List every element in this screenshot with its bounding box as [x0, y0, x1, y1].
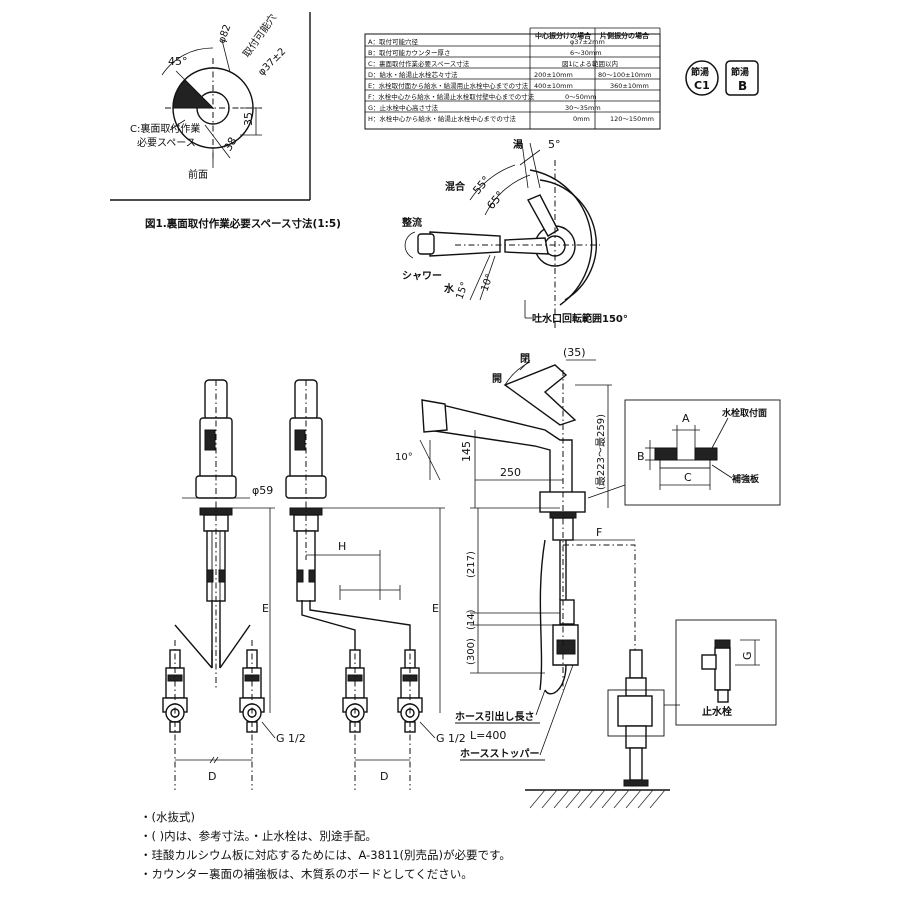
dim-300: (300) [466, 638, 477, 665]
dim-217: (217) [466, 551, 477, 578]
row-val-e-center: 400±10mm [534, 82, 573, 90]
col-header-side: 片側振分の場合 [600, 31, 650, 40]
dim-35-side: (35) [563, 346, 586, 359]
counter-C: C [684, 471, 692, 484]
row-label-d: D：給水・給湯止水栓芯々寸法 [368, 70, 458, 79]
row-val-f: 0～50mm [565, 93, 597, 101]
outer-dia-label: φ82 [216, 23, 233, 45]
angle-10-label: 10° [479, 273, 495, 293]
mounting-space-detail: 45° φ82 取付可能穴 φ37±2 35 38 C:裏面取付作業 必要スペー… [110, 11, 341, 230]
wall-stop-valve [617, 649, 653, 787]
side-view-faucet [421, 364, 586, 695]
mix-label: 混合 [445, 180, 466, 193]
front-view-offset [285, 379, 411, 650]
water-saving-badge-c1: 節湯 C1 [685, 60, 719, 96]
row-label-f: F：水栓中心から給水・給湯止水栓取付壁中心までの寸法 [368, 92, 535, 101]
hose-L-label: L=400 [470, 729, 506, 742]
dim-D-left: D [208, 770, 216, 783]
note-3: ・珪酸カルシウム板に対応するためには、A-3811(別売品)が必要です。 [140, 848, 511, 862]
row-val-e-side: 360±10mm [610, 82, 649, 90]
counter-A: A [682, 412, 690, 425]
row-val-g: 30～35mm [565, 104, 601, 112]
dim-35-label: 35 [242, 112, 255, 126]
dim-F: F [596, 526, 602, 539]
front-label: 前面 [188, 168, 208, 181]
counter-B: B [637, 450, 645, 463]
col-header-center: 中心振分けの場合 [535, 31, 592, 40]
spout-range-label: 吐水口回転範囲150° [532, 312, 628, 325]
badge-b-top: 節湯 [730, 66, 749, 78]
close-label: 閉 [520, 353, 530, 365]
front-view-center [195, 379, 237, 690]
spec-table: 中心振分けの場合 片側振分の場合 A：取付可能穴径 φ37±2mm B：取付可能… [364, 27, 661, 130]
note-4: ・カウンター裏面の補強板は、木質系のボードとしてください。 [140, 867, 473, 881]
row-val-h-center: 0mm [573, 115, 590, 123]
handle-operation-diagram: 湯 5° 混合 55° 65° 整流 シャワー 水 15° 10° 吐水口回転範… [401, 138, 628, 330]
angle-5-label: 5° [548, 138, 561, 151]
open-label: 開 [492, 373, 502, 385]
dim-38-label: 38 [221, 135, 239, 154]
angle-10-side: 10° [395, 452, 413, 463]
shower-label: シャワー [402, 270, 442, 282]
hose-stopper-label: ホースストッパー [460, 748, 540, 760]
g-thread-left: G 1/2 [276, 732, 306, 745]
row-label-c: C：裏面取付作業必要スペース寸法 [368, 59, 470, 68]
row-label-h: H：水栓中心から給水・給湯止水栓中心までの寸法 [368, 114, 516, 123]
row-val-b: 6～30mm [570, 49, 602, 57]
dim-E-left: E [262, 602, 269, 615]
dim-223-259: (最223～最259) [595, 414, 607, 490]
space-label-2: 必要スペース [137, 136, 196, 149]
straight-label: 整流 [401, 216, 422, 229]
dim-145: 145 [460, 441, 473, 462]
mount-surface-label: 水栓取付面 [722, 407, 767, 419]
dim-E-right: E [432, 602, 439, 615]
reinforce-label: 補強板 [731, 473, 760, 485]
row-val-h-side: 120～150mm [610, 115, 654, 123]
detail-G: G [741, 651, 754, 660]
badge-b-bottom: B [738, 79, 747, 93]
row-label-e: E：水栓取付面から給水・給湯用止水栓中心までの寸法 [368, 81, 529, 90]
dim-D-right: D [380, 770, 388, 783]
angle-55-label: 55° [470, 174, 492, 197]
note-2: ・( )内は、参考寸法。・止水栓は、別途手配。 [140, 829, 377, 843]
hose-length-label: ホース引出し長さ [455, 710, 535, 723]
floor-hatching [529, 789, 666, 809]
note-1: ・(水抜式) [140, 810, 195, 824]
front-view-center-legs [174, 624, 251, 669]
dim-250: 250 [500, 466, 521, 479]
dim-H: H [338, 540, 346, 553]
row-val-d-side: 80～100±10mm [598, 71, 652, 79]
row-val-c: 図1による範囲以内 [562, 59, 618, 68]
fig1-caption: 図1.裏面取付作業必要スペース寸法(1:5) [145, 217, 341, 230]
water-saving-badge-b: 節湯 B [725, 60, 759, 96]
stop-valve-label: 止水栓 [702, 705, 732, 718]
mount-hole-dia: φ37±2 [256, 46, 288, 78]
dia-59-label: φ59 [252, 484, 273, 497]
row-label-a: A：取付可能穴径 [368, 37, 418, 46]
row-val-d-center: 200±10mm [534, 71, 573, 79]
badge-c1-bottom: C1 [694, 79, 710, 92]
notes: ・(水抜式) ・( )内は、参考寸法。・止水栓は、別途手配。 ・珪酸カルシウム板… [140, 808, 860, 884]
cold-label: 水 [443, 282, 455, 295]
counter-detail: A B C 水栓取付面 補強板 [587, 399, 781, 506]
dim-14: (14) [466, 609, 477, 630]
g-thread-right: G 1/2 [436, 732, 466, 745]
angle-45-label: 45° [168, 55, 188, 68]
row-label-b: B：取付可能カウンター厚さ [368, 48, 450, 57]
stop-valve-detail: G 止水栓 [675, 619, 777, 726]
space-label-1: C:裏面取付作業 [130, 122, 200, 135]
badge-c1-top: 節湯 [690, 66, 709, 78]
angle-65-label: 65° [484, 189, 506, 212]
hot-label: 湯 [513, 138, 523, 151]
row-label-g: G：止水栓中心高さ寸法 [368, 103, 439, 112]
angle-15-label: 15° [454, 281, 470, 301]
row-val-a: φ37±2mm [570, 38, 605, 46]
